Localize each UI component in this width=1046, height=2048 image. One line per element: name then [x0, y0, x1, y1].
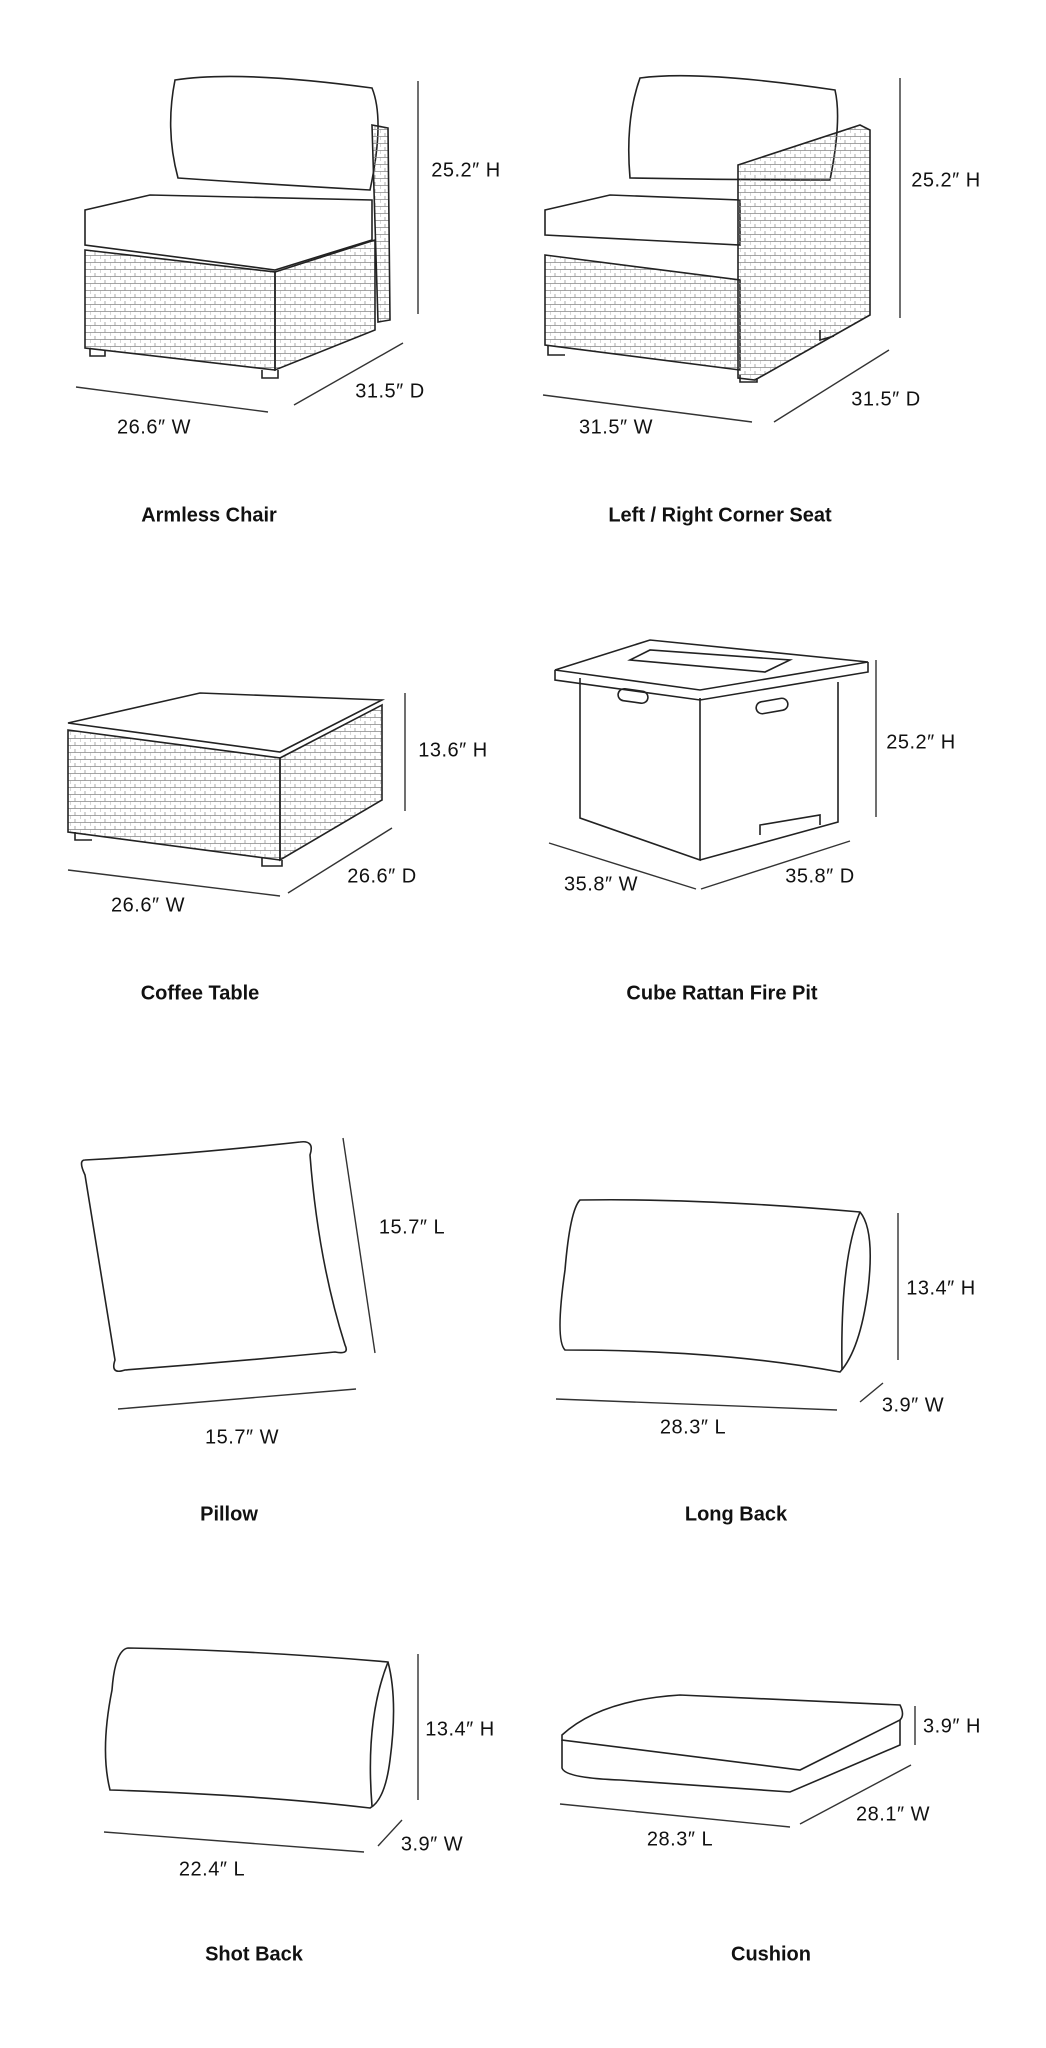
product-label: Long Back: [684, 1503, 788, 1526]
height-dimension: 25.2″ H: [911, 169, 981, 192]
length-dimension: 28.3″ L: [659, 1416, 727, 1439]
product-label: Shot Back: [205, 1943, 303, 1966]
length-dimension: 15.7″ L: [378, 1216, 446, 1239]
depth-dimension: 26.6″ D: [347, 865, 417, 888]
width-dimension: 3.9″ W: [881, 1394, 945, 1417]
height-dimension: 13.4″ H: [906, 1277, 976, 1300]
product-label: Left / Right Corner Seat: [608, 504, 832, 527]
height-dimension: 3.9″ H: [923, 1715, 981, 1738]
height-dimension: 13.4″ H: [425, 1718, 495, 1741]
width-dimension: 35.8″ W: [564, 873, 638, 896]
length-dimension: 28.3″ L: [646, 1828, 714, 1851]
depth-dimension: 31.5″ D: [851, 388, 921, 411]
corner-seat-drawing: [544, 74, 871, 383]
height-dimension: 25.2″ H: [431, 159, 501, 182]
width-dimension: 26.6″ W: [117, 416, 191, 439]
width-dimension: 28.1″ W: [856, 1803, 930, 1826]
long-back-drawing: [559, 1198, 872, 1373]
shot-back-drawing: [104, 1647, 395, 1809]
height-dimension: 13.6″ H: [418, 739, 488, 762]
width-dimension: 3.9″ W: [400, 1833, 464, 1856]
cushion-drawing: [561, 1694, 904, 1793]
product-label: Armless Chair: [141, 504, 277, 527]
height-dimension: 25.2″ H: [886, 731, 956, 754]
width-dimension: 26.6″ W: [111, 894, 185, 917]
fire-pit-drawing: [554, 639, 869, 862]
product-label: Cube Rattan Fire Pit: [626, 982, 818, 1005]
pillow-drawing: [80, 1140, 348, 1373]
coffee-table-drawing: [67, 692, 386, 867]
product-label: Cushion: [731, 1943, 811, 1966]
length-dimension: 22.4″ L: [178, 1858, 246, 1881]
depth-dimension: 35.8″ D: [785, 865, 855, 888]
width-dimension: 15.7″ W: [205, 1426, 279, 1449]
depth-dimension: 31.5″ D: [355, 380, 425, 403]
armless-chair-drawing: [84, 75, 391, 379]
product-label: Coffee Table: [140, 982, 260, 1005]
product-label: Pillow: [200, 1503, 258, 1526]
width-dimension: 31.5″ W: [579, 416, 653, 439]
dimension-lines: [67, 78, 916, 1853]
